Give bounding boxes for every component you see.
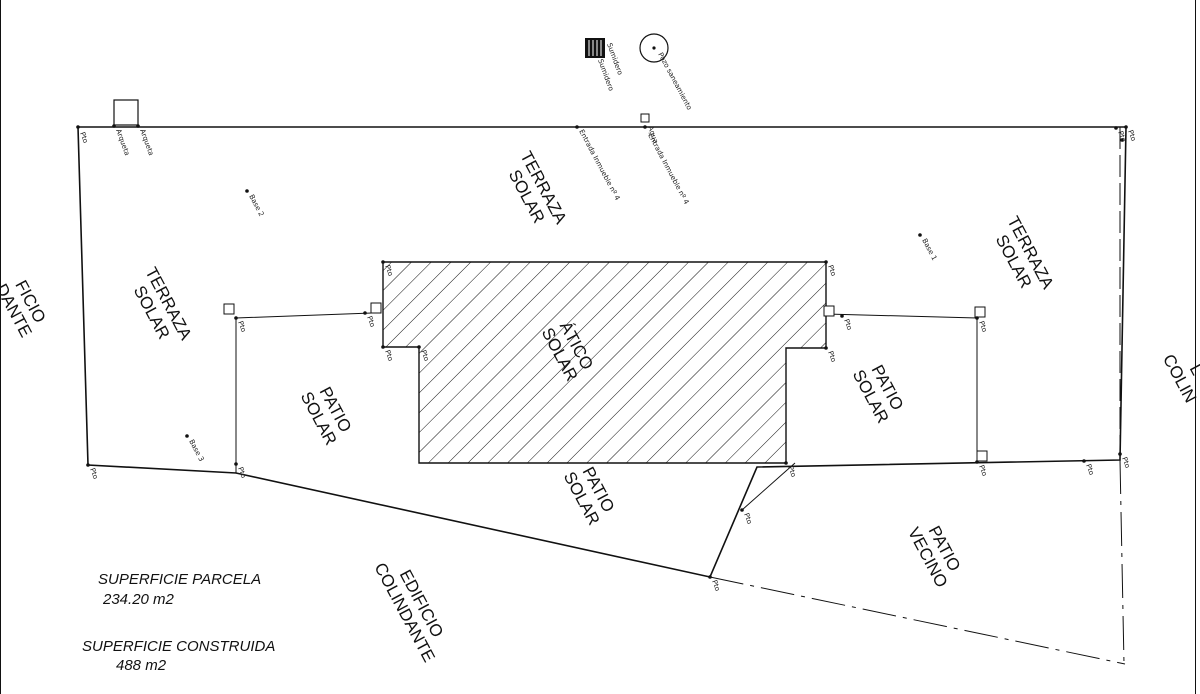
point-label-pto: Pto — [710, 579, 721, 592]
corner-marker — [976, 450, 988, 462]
superficie-parcela-label: SUPERFICIE PARCELA — [98, 571, 261, 588]
point-label-base3: Base 3 — [187, 438, 205, 463]
point-label-pto: Pto — [1084, 463, 1095, 476]
zone-label-terraza-top: TERRAZA SOLAR — [505, 148, 571, 228]
point-label-pto: Pto — [419, 349, 430, 362]
point-label-pto: Pto — [786, 465, 797, 478]
superficie-construida-value: 488 m2 — [116, 657, 167, 674]
zone-label-patio-vecino: PATIO VECINO — [904, 523, 964, 591]
point-label-pto: Pto — [742, 512, 753, 525]
point-label-pto: Pto — [842, 318, 853, 331]
superficie-construida-label: SUPERFICIE CONSTRUIDA — [82, 638, 275, 655]
zone-label-patio-left: PATIO SOLAR — [297, 384, 355, 449]
point-label-pto: Pto — [236, 320, 247, 333]
point-label-base1: Base 1 — [920, 237, 938, 262]
neighbour-boundary-bottom — [709, 576, 1126, 665]
point-label-pto: Pto — [383, 349, 394, 362]
point-label-pto: Pto — [365, 315, 376, 328]
point-label-pto: Pto — [977, 464, 988, 477]
zone-label-edificio-left: FICIO DANTE — [0, 277, 49, 340]
agua-box — [640, 113, 650, 123]
atico-building — [382, 261, 827, 464]
zone-label-edificio-right: L COLIN — [1159, 351, 1200, 406]
point-label-pto: Pto — [78, 131, 89, 144]
point-label-pto: Pto — [977, 320, 988, 333]
parcel-boundary — [77, 126, 1127, 578]
zone-label-patio-bottom: PATIO SOLAR — [560, 464, 618, 529]
svg-text:COLIN: COLIN — [1159, 351, 1200, 406]
point-label-pto: Pto — [236, 466, 247, 479]
point-label-pto: Pto — [383, 264, 394, 277]
point-label-pto: Pto — [826, 264, 837, 277]
point-label-entrada: Entrada Inmueble nº 4 — [577, 128, 621, 202]
neighbour-boundary-diag — [741, 462, 796, 511]
point-label-arqueta: Arqueta — [114, 128, 131, 157]
point-label-pozo: Pozo saneamiento — [656, 51, 693, 111]
sumidero-grate — [585, 38, 605, 58]
corner-marker — [223, 303, 235, 315]
corner-marker — [370, 302, 382, 314]
point-label-pto: Pto — [826, 350, 837, 363]
patio-right-boundary — [825, 313, 978, 462]
arqueta-box — [113, 99, 139, 126]
point-label-pto: Pto — [1116, 130, 1127, 143]
point-label-arqueta: Arqueta — [138, 128, 155, 157]
survey-points — [76, 124, 1128, 579]
point-label-entrada: Entrada Inmueble nº 4 — [646, 132, 690, 206]
pozo-center — [652, 46, 656, 50]
point-label-pto: Pto — [1120, 456, 1131, 469]
superficie-parcela-value: 234.20 m2 — [102, 591, 175, 608]
zone-label-edificio-bottom: EDIFICIO COLINDANTE — [371, 560, 448, 666]
point-label-pto: Pto — [1126, 129, 1137, 142]
zone-label-terraza-left: TERRAZA SOLAR — [130, 264, 196, 344]
point-label-base2: Base 2 — [247, 193, 265, 218]
zone-label-terraza-right: TERRAZA SOLAR — [992, 213, 1058, 293]
point-label-pto: Pto — [88, 467, 99, 480]
zone-label-patio-right: PATIO SOLAR — [849, 362, 907, 427]
neighbour-boundary-right — [1119, 459, 1125, 665]
corner-marker — [823, 305, 835, 317]
corner-marker — [974, 306, 986, 318]
